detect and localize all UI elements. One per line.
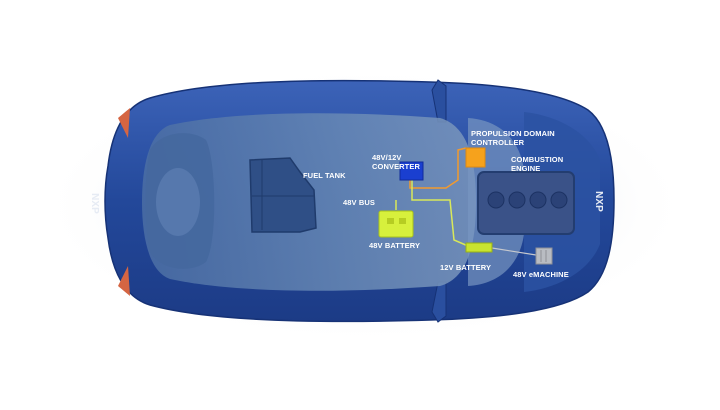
battery-12v-box bbox=[465, 242, 493, 253]
converter-box bbox=[399, 161, 424, 181]
tail-light-top bbox=[118, 108, 130, 138]
mirror-top bbox=[431, 79, 447, 123]
converter-label-line1: 48V/12V bbox=[372, 153, 402, 162]
tail-light-bottom bbox=[118, 266, 130, 296]
wire-orange bbox=[409, 147, 467, 189]
pdc-label-line2: CONTROLLER bbox=[471, 138, 525, 147]
mirror-bottom bbox=[431, 281, 447, 323]
combustion-engine-block bbox=[477, 171, 575, 235]
battery-48v-box bbox=[378, 210, 414, 238]
emachine-label: 48V eMACHINE bbox=[513, 270, 569, 279]
battery-48v-label: 48V BATTERY bbox=[369, 241, 421, 250]
pdc-label-line1: PROPULSION DOMAIN bbox=[471, 129, 555, 138]
front-logo: NXP bbox=[592, 191, 604, 212]
bus-label: 48V BUS bbox=[343, 198, 375, 207]
emachine-box bbox=[535, 247, 553, 265]
rear-seat bbox=[156, 168, 200, 236]
engine-label-line1: COMBUSTION bbox=[511, 155, 564, 164]
rear-logo: NXP bbox=[88, 193, 100, 214]
wire-yellow-1 bbox=[411, 178, 469, 247]
engine-label-line2: ENGINE bbox=[511, 164, 541, 173]
engine-cylinders bbox=[487, 191, 568, 209]
fuel-tank-shape bbox=[249, 157, 317, 233]
converter-label-line2: CONVERTER bbox=[372, 162, 420, 171]
wire-emachine bbox=[491, 247, 537, 256]
battery-12v-label: 12V BATTERY bbox=[440, 263, 492, 272]
propulsion-domain-controller-box bbox=[465, 147, 486, 168]
fuel-tank-label: FUEL TANK bbox=[303, 171, 346, 180]
